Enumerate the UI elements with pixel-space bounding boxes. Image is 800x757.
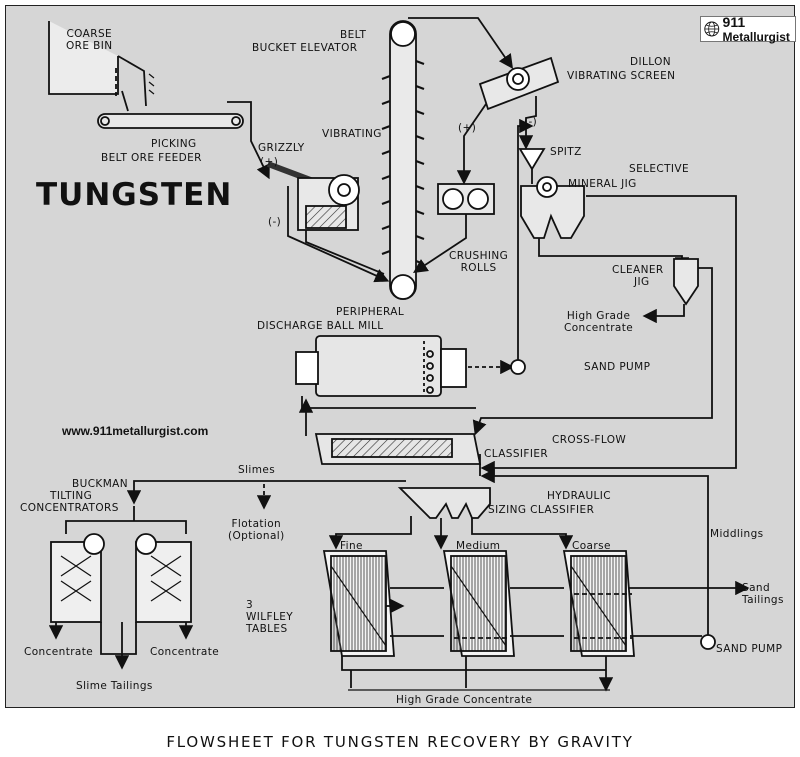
label-minus-grizzly: (-) xyxy=(268,216,282,228)
figure-caption: FLOWSHEET FOR TUNGSTEN RECOVERY BY GRAVI… xyxy=(166,733,634,751)
label-bucket-elevator: BUCKET ELEVATOR xyxy=(252,42,358,54)
label-coarse: Coarse xyxy=(572,540,611,552)
dillon-vibrating-screen xyxy=(456,56,560,185)
logo-name: Metallurgist xyxy=(722,30,790,44)
label-sand-tailings: Sand Tailings xyxy=(742,582,784,606)
coarse-ore-bin xyxy=(48,21,155,112)
label-line: TILTING xyxy=(50,490,93,502)
label-line: 3 xyxy=(246,599,254,611)
label-selective: SELECTIVE xyxy=(629,163,690,175)
vibrating-grizzly xyxy=(266,161,390,283)
sand-pump-lower xyxy=(480,468,716,650)
label-picking: PICKING xyxy=(151,138,197,150)
label-high-grade-concentrate-lower: High Grade Concentrate xyxy=(396,694,533,706)
globe-icon xyxy=(704,21,720,37)
website-url: www.911metallurgist.com xyxy=(62,424,209,438)
belt-bucket-elevator xyxy=(381,17,514,300)
label-line: (Optional) xyxy=(228,530,285,542)
label-concentrate-right: Concentrate xyxy=(150,646,220,658)
label-high-grade-concentrate-upper: High Grade Concentrate xyxy=(564,310,633,334)
wilfley-table-coarse xyxy=(562,550,635,657)
label-crushing-rolls: CRUSHING ROLLS xyxy=(449,250,508,274)
label-line: High Grade xyxy=(566,310,631,322)
flowsheet-drawing xyxy=(48,17,796,709)
label-cross-flow: CROSS-FLOW xyxy=(552,434,627,446)
logo-911-metallurgist: 911 Metallurgist xyxy=(700,14,796,44)
label-line: TABLES xyxy=(246,623,288,635)
buckman-concentrator-left xyxy=(48,506,187,655)
label-line: JIG xyxy=(634,276,650,288)
label-grizzly: GRIZZLY xyxy=(258,142,305,154)
label-classifier: CLASSIFIER xyxy=(484,448,549,460)
label-line: COARSE xyxy=(66,28,113,40)
label-line: BUCKMAN xyxy=(72,478,129,490)
peripheral-discharge-ball-mill xyxy=(295,335,515,409)
cleaner-jig xyxy=(472,258,713,436)
label-sand-pump-lower: SAND PUMP xyxy=(716,643,783,655)
tungsten-title: TUNGSTEN xyxy=(36,177,233,213)
diagram-panel: COARSE ORE BIN PICKING BELT ORE FEEDER V… xyxy=(5,5,796,709)
label-slime-tailings: Slime Tailings xyxy=(76,680,153,692)
label-line: Tailings xyxy=(742,594,784,606)
label-line: ORE BIN xyxy=(66,40,113,52)
logo-text: 911 Metallurgist xyxy=(723,14,795,44)
label-hydraulic: HYDRAULIC xyxy=(547,490,612,502)
label-dillon: DILLON xyxy=(630,56,672,68)
spitz-cone xyxy=(518,148,546,184)
label-belt: BELT xyxy=(340,29,367,41)
buckman-concentrator-right xyxy=(114,533,194,670)
label-line: Sand xyxy=(742,582,771,594)
cross-flow-classifier xyxy=(298,398,482,476)
label-buckman: BUCKMAN TILTING CONCENTRATORS xyxy=(20,478,128,514)
slimes-line xyxy=(126,480,406,505)
wilfley-table-fine xyxy=(322,550,405,657)
label-wilfley-tables: 3 WILFLEY TABLES xyxy=(246,599,293,635)
label-sizing-classifier: SIZING CLASSIFIER xyxy=(488,504,595,516)
label-plus-grizzly: (+) xyxy=(260,156,279,168)
sand-pump-upper xyxy=(510,118,534,375)
label-concentrate-left: Concentrate xyxy=(24,646,94,658)
label-sand-pump-upper: SAND PUMP xyxy=(584,361,651,373)
wilfley-table-medium xyxy=(442,550,515,657)
logo-number: 911 xyxy=(722,14,746,30)
label-mineral-jig: MINERAL JIG xyxy=(568,178,637,190)
crushing-rolls xyxy=(412,183,495,273)
label-vibrating: VIBRATING xyxy=(322,128,382,140)
label-line: Concentrate xyxy=(564,322,634,334)
label-line: ROLLS xyxy=(460,262,497,274)
label-flotation: Flotation (Optional) xyxy=(228,518,285,542)
label-belt-ore-feeder: BELT ORE FEEDER xyxy=(101,152,202,164)
picking-belt-feeder xyxy=(97,101,270,180)
label-cleaner-jig: CLEANER JIG xyxy=(612,264,664,288)
label-discharge-ball-mill: DISCHARGE BALL MILL xyxy=(257,320,384,332)
label-line: CLEANER xyxy=(612,264,664,276)
hydraulic-sizing-classifier xyxy=(328,487,574,550)
table-concentrate-launder xyxy=(341,656,607,671)
label-medium: Medium xyxy=(456,540,501,552)
label-coarse-ore-bin: COARSE ORE BIN xyxy=(66,28,113,52)
label-line: WILFLEY xyxy=(246,611,294,623)
label-fine: Fine xyxy=(340,540,363,552)
label-line: Flotation xyxy=(231,518,282,530)
label-middlings: Middlings xyxy=(710,528,764,540)
label-line: CONCENTRATORS xyxy=(20,502,119,514)
label-spitz: SPITZ xyxy=(550,146,582,158)
label-plus-screen: (+) xyxy=(458,122,477,134)
label-peripheral: PERIPHERAL xyxy=(336,306,405,318)
label-minus-screen: (-) xyxy=(524,116,538,128)
label-line: CRUSHING xyxy=(449,250,509,262)
label-slimes: Slimes xyxy=(238,464,276,476)
label-vibrating-screen: VIBRATING SCREEN xyxy=(567,70,676,82)
